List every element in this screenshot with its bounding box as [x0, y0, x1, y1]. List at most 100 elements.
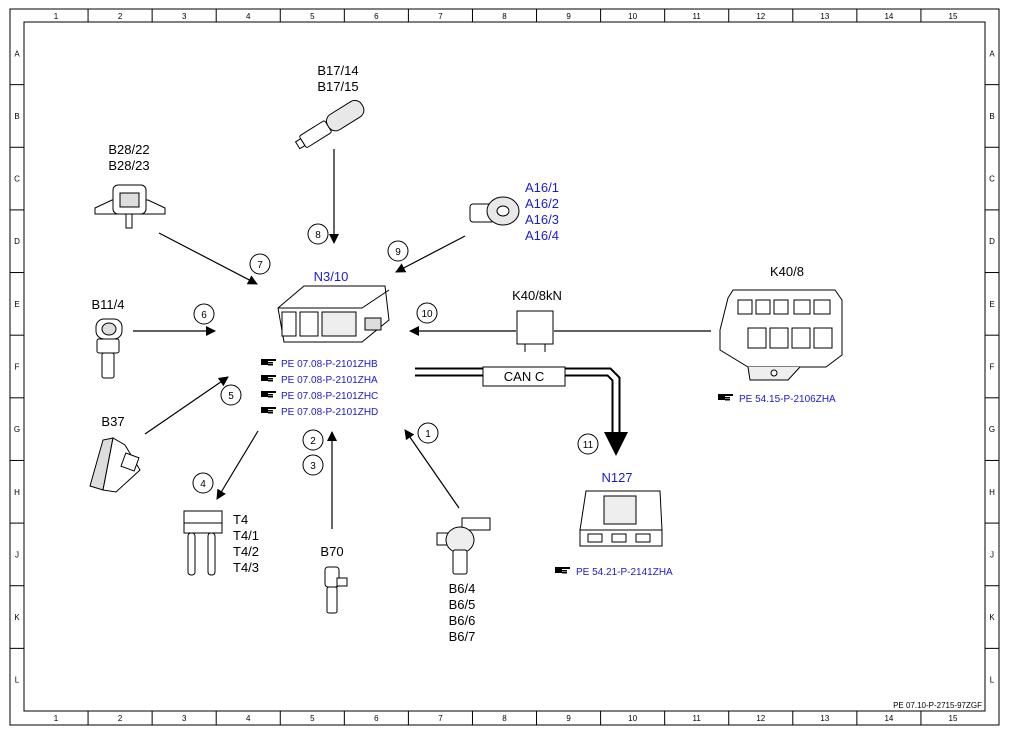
pointing-hand-icon [555, 567, 570, 574]
grid-column-label: 13 [820, 12, 829, 21]
conn-7: 7 [249, 253, 271, 275]
grid-row-label: D [14, 237, 20, 246]
grid-row-label: B [14, 112, 19, 121]
grid-column-labels: 1122334455667788991010111112121313141415… [54, 12, 958, 723]
svg-text:A16/1: A16/1 [525, 180, 559, 195]
grid-column-label: 15 [949, 12, 958, 21]
conn-5: 5 [220, 384, 242, 406]
relay-drawing [516, 310, 554, 352]
grid-column-label: 10 [628, 12, 637, 21]
n127-module: N127 PE 54.21-P-2141ZHA [555, 470, 673, 578]
b6-sensor: B6/4 B6/5 B6/6 B6/7 [436, 517, 491, 644]
can-label: CAN C [504, 369, 544, 384]
conn-4: 4 [192, 472, 214, 494]
grid-column-label: 7 [438, 714, 443, 723]
grid-row-label: C [989, 175, 995, 184]
fuse-box-drawing [719, 289, 843, 381]
k40-ref-link[interactable]: PE 54.15-P-2106ZHA [739, 394, 836, 405]
grid-column-label: 9 [566, 12, 571, 21]
grid-column-label: 6 [374, 714, 379, 723]
svg-text:9: 9 [395, 247, 401, 258]
line-1 [404, 429, 460, 509]
line-5 [144, 376, 229, 435]
inner-frame [23, 21, 986, 712]
conn-10: 10 [416, 302, 438, 324]
line-7 [158, 232, 258, 285]
n127-ref-link[interactable]: PE 54.21-P-2141ZHA [576, 567, 673, 578]
grid-column-label: 3 [182, 12, 187, 21]
n3-10-ecu: N3/10 PE 07.08-P-2101ZHB PE 07.08-P-2101… [261, 269, 390, 418]
grid-column-label: 15 [949, 714, 958, 723]
footer-code: PE 07.10-P-2715-97ZGF [893, 701, 982, 710]
grid-column-label: 4 [246, 714, 251, 723]
k40-relay: K40/8kN [512, 288, 562, 352]
grid-column-label: 11 [693, 12, 702, 21]
grid-column-label: 13 [820, 714, 829, 723]
grid-row-label: H [989, 488, 995, 497]
svg-text:N3/10: N3/10 [314, 269, 349, 284]
conn-3: 3 [302, 454, 324, 476]
grid-column-label: 5 [310, 714, 315, 723]
conn-6: 6 [193, 303, 215, 325]
b6-drawing [436, 517, 491, 575]
grid-column-label: 14 [884, 714, 893, 723]
svg-text:11: 11 [583, 440, 594, 451]
svg-text:N127: N127 [601, 470, 632, 485]
grid-row-label: L [990, 676, 995, 685]
b70-drawing [324, 566, 348, 614]
pointing-hand-icon [261, 407, 276, 414]
line-4 [216, 430, 259, 500]
b17-sensor-drawing [294, 99, 365, 150]
grid-column-label: 4 [246, 12, 251, 21]
grid-row-label: A [14, 49, 20, 58]
grid-column-label: 10 [628, 714, 637, 723]
grid-column-label: 7 [438, 12, 443, 21]
svg-text:T4/2: T4/2 [233, 544, 259, 559]
svg-text:B17/15: B17/15 [317, 79, 358, 94]
conn-1: 1 [417, 422, 439, 444]
grid-column-label: 1 [54, 12, 59, 21]
grid-column-label: 3 [182, 714, 187, 723]
ecu-drawing [277, 285, 390, 343]
n3-ref-link-4[interactable]: PE 07.08-P-2101ZHD [281, 407, 378, 418]
svg-text:8: 8 [315, 230, 321, 241]
grid-row-label: K [14, 613, 20, 622]
grid-row-label: G [989, 425, 995, 434]
grid-column-label: 11 [693, 714, 702, 723]
svg-text:B6/4: B6/4 [449, 581, 476, 596]
svg-text:B6/5: B6/5 [449, 597, 476, 612]
conn-9: 9 [387, 240, 409, 262]
svg-text:5: 5 [228, 391, 234, 402]
n3-ref-link-3[interactable]: PE 07.08-P-2101ZHC [281, 391, 378, 402]
connection-lines [133, 149, 711, 529]
svg-text:K40/8: K40/8 [770, 264, 804, 279]
svg-text:T4/1: T4/1 [233, 528, 259, 543]
can-bus: CAN C [415, 366, 628, 456]
outer-frame [9, 8, 1000, 726]
k40-fuse-box: K40/8 PE 54.15-P-2106ZHA [718, 264, 843, 405]
n127-drawing [579, 490, 663, 547]
conn-2: 2 [302, 429, 324, 451]
t4-ignition: T4 T4/1 T4/2 T4/3 [183, 510, 259, 576]
b70-sensor: B70 [320, 544, 348, 614]
grid-row-label: L [15, 676, 20, 685]
svg-text:A16/2: A16/2 [525, 196, 559, 211]
n3-references: PE 07.08-P-2101ZHB PE 07.08-P-2101ZHA PE… [261, 359, 378, 418]
svg-text:K40/8kN: K40/8kN [512, 288, 562, 303]
grid-row-label: D [989, 237, 995, 246]
b11-sensor: B11/4 [91, 297, 125, 379]
b28-sensor-drawing [94, 184, 166, 229]
grid-row-label: F [15, 363, 20, 372]
grid-row-label: E [14, 300, 19, 309]
grid-column-label: 12 [756, 714, 765, 723]
svg-text:7: 7 [257, 260, 263, 271]
n3-ref-link-1[interactable]: PE 07.08-P-2101ZHB [281, 359, 378, 370]
svg-text:B6/7: B6/7 [449, 629, 476, 644]
b37-pedal: B37 [89, 414, 141, 493]
pointing-hand-icon [261, 359, 276, 366]
b17-sensor: B17/14 B17/15 [294, 63, 365, 150]
grid-column-label: 6 [374, 12, 379, 21]
grid-column-label: 8 [502, 12, 507, 21]
n3-ref-link-2[interactable]: PE 07.08-P-2101ZHA [281, 375, 378, 386]
